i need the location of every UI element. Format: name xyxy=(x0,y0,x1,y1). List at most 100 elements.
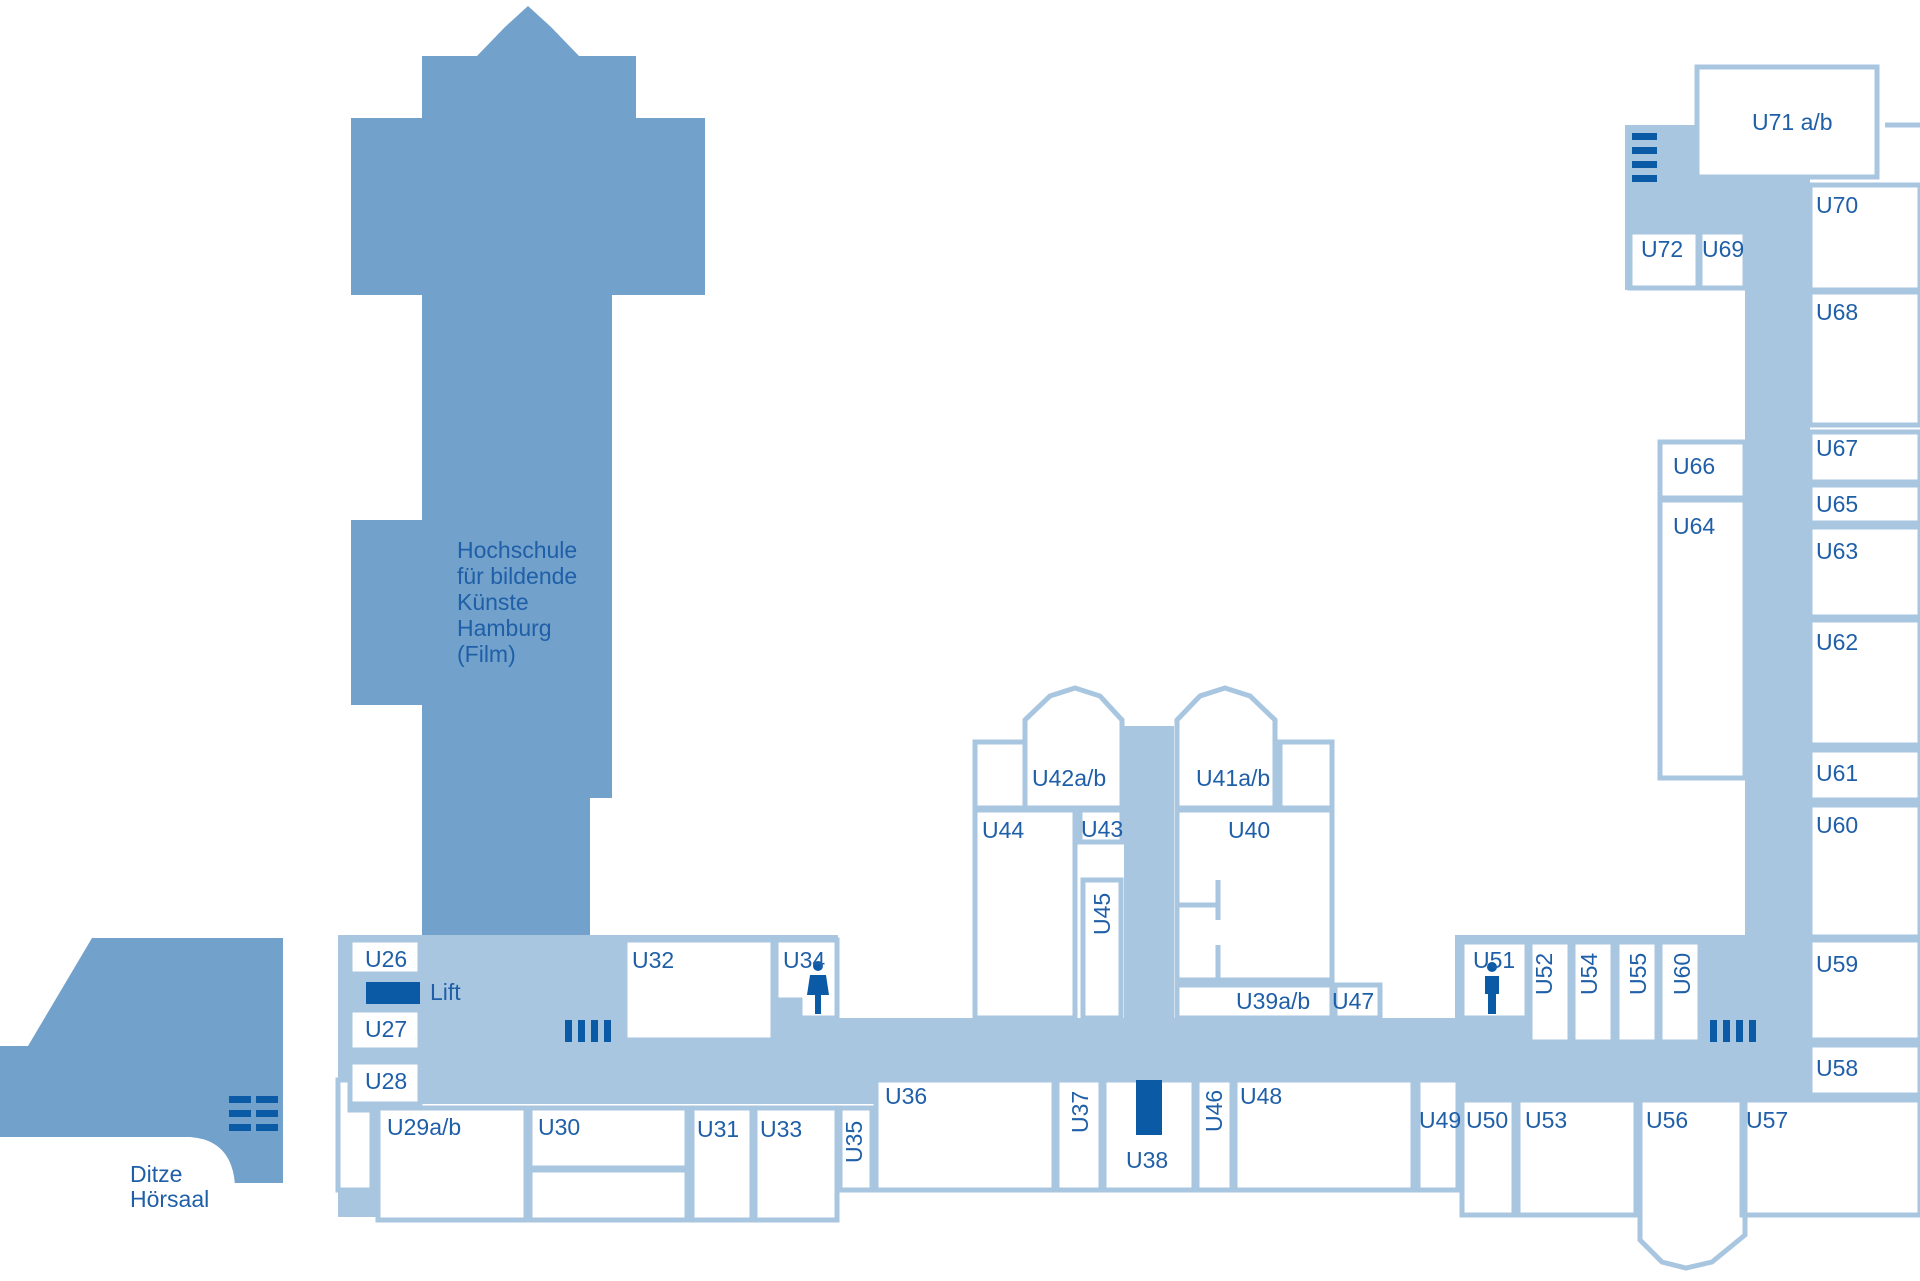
room-u64[interactable] xyxy=(1657,497,1748,781)
room-left-small xyxy=(335,1077,375,1193)
room-u47[interactable] xyxy=(1332,982,1383,1021)
room-u40[interactable] xyxy=(1174,807,1335,983)
label-u72: U72 xyxy=(1641,236,1683,262)
room-u58[interactable] xyxy=(1807,1042,1920,1098)
label-u67: U67 xyxy=(1816,435,1858,461)
label-u39: U39a/b xyxy=(1236,988,1310,1014)
label-u30: U30 xyxy=(538,1114,580,1140)
room-u71[interactable] xyxy=(1694,64,1880,180)
hfbk-label-line-3: Künste xyxy=(457,589,529,615)
room-u31[interactable] xyxy=(689,1105,755,1223)
room-u41[interactable] xyxy=(1174,685,1278,811)
hfbk-label-line-5: (Film) xyxy=(457,641,516,667)
label-u60v: U60 xyxy=(1669,953,1695,995)
label-u56: U56 xyxy=(1646,1107,1688,1133)
label-u58: U58 xyxy=(1816,1055,1858,1081)
label-u38: U38 xyxy=(1126,1147,1168,1173)
wall-stubs xyxy=(1177,122,1920,1103)
label-u27: U27 xyxy=(365,1016,407,1042)
stairs-icon-top xyxy=(1632,133,1657,182)
label-u57: U57 xyxy=(1746,1107,1788,1133)
room-u45[interactable] xyxy=(1080,877,1124,1021)
hfbk-label-line-1: Hochschule xyxy=(457,537,577,563)
label-u71: U71 a/b xyxy=(1752,109,1833,135)
label-u45: U45 xyxy=(1089,893,1115,935)
room-u63[interactable] xyxy=(1807,524,1920,620)
room-u61[interactable] xyxy=(1807,747,1920,803)
label-lift: Lift xyxy=(430,979,461,1005)
room-u70[interactable] xyxy=(1807,182,1920,293)
label-u59: U59 xyxy=(1816,951,1858,977)
room-u50[interactable] xyxy=(1459,1097,1517,1218)
label-u66: U66 xyxy=(1673,453,1715,479)
label-u55: U55 xyxy=(1625,953,1651,995)
label-u52: U52 xyxy=(1531,953,1557,995)
label-u70: U70 xyxy=(1816,192,1858,218)
stairs-icon-left xyxy=(565,1020,611,1042)
ditze-hall xyxy=(0,1137,235,1260)
stairs-icon-right xyxy=(1710,1020,1756,1042)
stairs-icon xyxy=(229,1096,278,1131)
lift-icon-center[interactable] xyxy=(1136,1080,1162,1135)
label-u68: U68 xyxy=(1816,299,1858,325)
label-u65: U65 xyxy=(1816,491,1858,517)
room-u35[interactable] xyxy=(837,1105,875,1193)
room-u26[interactable] xyxy=(347,937,423,977)
room-u46[interactable] xyxy=(1194,1077,1235,1193)
room-u69[interactable] xyxy=(1697,229,1748,291)
room-u29[interactable] xyxy=(375,1105,529,1223)
room-u54[interactable] xyxy=(1570,939,1616,1045)
room-u55[interactable] xyxy=(1614,939,1660,1045)
room-u34[interactable] xyxy=(773,937,840,1021)
room-u32[interactable] xyxy=(622,937,776,1043)
room-u65[interactable] xyxy=(1807,482,1920,526)
room-u53[interactable] xyxy=(1515,1097,1639,1218)
hfbk-label: Hochschule für bildende Künste Hamburg (… xyxy=(457,537,584,667)
label-u41: U41a/b xyxy=(1196,765,1270,791)
ditze-building[interactable]: Ditze Hörsaal xyxy=(0,938,283,1260)
room-u42[interactable] xyxy=(1022,685,1125,811)
label-u54: U54 xyxy=(1576,953,1602,995)
room-u68[interactable] xyxy=(1807,289,1920,428)
room-u67[interactable] xyxy=(1807,429,1920,485)
room-u36[interactable] xyxy=(873,1077,1057,1193)
room-u27[interactable] xyxy=(347,1007,423,1053)
label-u47: U47 xyxy=(1332,988,1374,1014)
label-u29: U29a/b xyxy=(387,1114,461,1140)
hfbk-label-line-2: für bildende xyxy=(457,563,577,589)
label-u50: U50 xyxy=(1466,1107,1508,1133)
room-u59[interactable] xyxy=(1807,937,1920,1043)
room-u41-side xyxy=(1277,739,1335,811)
room-u48[interactable] xyxy=(1232,1077,1416,1193)
ditze-label-line-1: Ditze xyxy=(130,1161,182,1187)
restroom-female-icon xyxy=(807,961,829,1014)
label-u63: U63 xyxy=(1816,538,1858,564)
label-u53: U53 xyxy=(1525,1107,1567,1133)
room-u43[interactable] xyxy=(1077,807,1125,845)
label-u35: U35 xyxy=(841,1121,867,1163)
room-u49[interactable] xyxy=(1415,1077,1461,1193)
label-u33: U33 xyxy=(760,1116,802,1142)
room-u39[interactable] xyxy=(1174,982,1335,1021)
room-u52[interactable] xyxy=(1527,939,1573,1045)
room-u62[interactable] xyxy=(1807,617,1920,748)
label-u34: U34 xyxy=(783,947,825,973)
room-u60[interactable] xyxy=(1807,802,1920,940)
label-u31: U31 xyxy=(697,1116,739,1142)
restroom-male-icon xyxy=(1485,962,1499,1014)
label-u69: U69 xyxy=(1702,236,1744,262)
label-u32: U32 xyxy=(632,947,674,973)
room-u33[interactable] xyxy=(752,1105,840,1223)
room-u57[interactable] xyxy=(1742,1097,1920,1218)
hfbk-label-line-4: Hamburg xyxy=(457,615,552,641)
room-u60v[interactable] xyxy=(1657,939,1703,1045)
label-u60: U60 xyxy=(1816,812,1858,838)
room-u42-side xyxy=(972,739,1028,811)
hfbk-building[interactable]: Hochschule für bildende Künste Hamburg (… xyxy=(351,6,705,938)
room-u37[interactable] xyxy=(1054,1077,1104,1193)
label-u49: U49 xyxy=(1419,1107,1461,1133)
lift-icon[interactable] xyxy=(366,982,420,1004)
label-u43: U43 xyxy=(1081,816,1123,842)
label-u51: U51 xyxy=(1473,947,1515,973)
room-u56[interactable] xyxy=(1637,1097,1748,1271)
